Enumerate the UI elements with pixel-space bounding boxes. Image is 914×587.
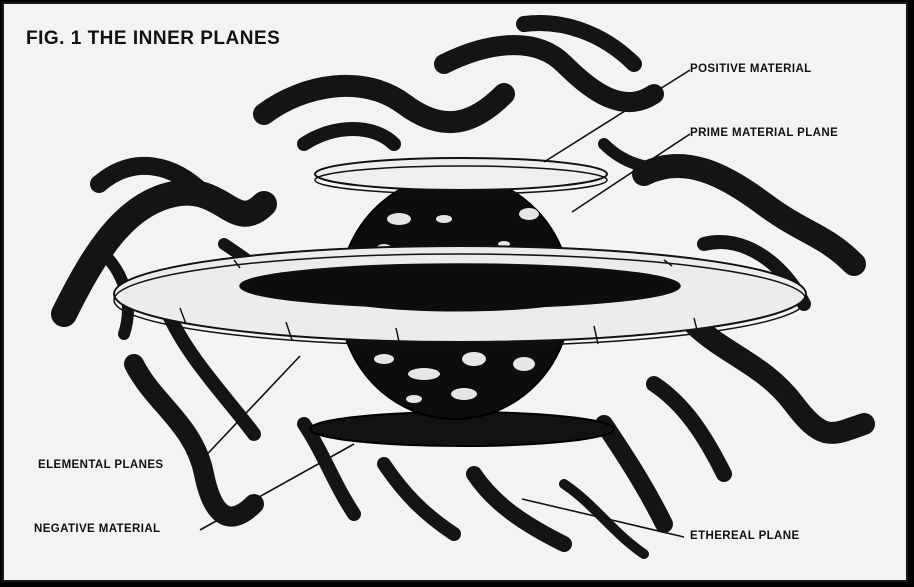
- label-ethereal-plane: ETHEREAL PLANE: [690, 530, 800, 542]
- label-negative-material: NEGATIVE MATERIAL: [34, 523, 160, 535]
- label-prime-material-plane: PRIME MATERIAL PLANE: [690, 127, 838, 139]
- label-elemental-planes: ELEMENTAL PLANES: [38, 459, 163, 471]
- inner-planes-illustration: [4, 4, 910, 584]
- label-positive-material: POSITIVE MATERIAL: [690, 63, 812, 75]
- figure-frame: FIG. 1 THE INNER PLANES POSITIVE MATERIA…: [2, 2, 908, 582]
- figure-title: FIG. 1 THE INNER PLANES: [26, 28, 280, 50]
- positive-material-disc: [315, 158, 607, 194]
